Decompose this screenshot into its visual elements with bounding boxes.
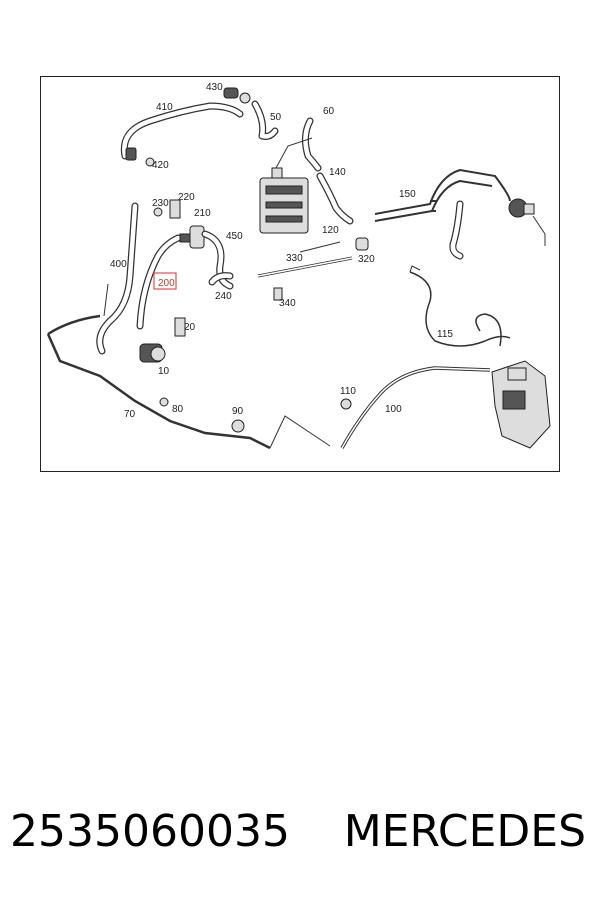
- callout-20: 20: [184, 322, 196, 333]
- pipe-330: [257, 256, 353, 278]
- clip-80: [159, 397, 169, 407]
- callout-70: 70: [124, 409, 136, 420]
- clip-340: [273, 287, 283, 301]
- leader-400: [103, 283, 109, 317]
- callout-10: 10: [158, 366, 170, 377]
- callout-320: 320: [358, 254, 375, 265]
- leader-60: [275, 137, 313, 169]
- leader-70: [269, 415, 331, 449]
- callout-240: 240: [215, 291, 232, 302]
- clamp-430: [223, 87, 251, 104]
- hose-100: [340, 366, 491, 449]
- hose-150-lower: [449, 200, 464, 260]
- bracket-20: [174, 317, 186, 337]
- callout-140: 140: [329, 167, 346, 178]
- callout-80: 80: [172, 404, 184, 415]
- callout-200-highlight-box: [153, 272, 177, 290]
- callout-450: 450: [226, 231, 243, 242]
- hose-400: [96, 202, 139, 355]
- line-70: [46, 314, 271, 450]
- hose-140: [316, 172, 354, 225]
- wiring-115: [409, 271, 511, 347]
- hose-150: [374, 168, 511, 222]
- callout-120: 120: [322, 225, 339, 236]
- callout-410: 410: [156, 102, 173, 113]
- callout-110: 110: [340, 386, 356, 397]
- hose-450: [208, 272, 234, 286]
- callout-430: 430: [206, 82, 223, 93]
- leader-150: [532, 215, 546, 246]
- callout-100: 100: [385, 404, 402, 415]
- reservoir-assembly: [491, 360, 551, 449]
- footer: 2535060035 MERCEDES: [0, 800, 600, 864]
- clip-110: [340, 398, 352, 410]
- callout-330: 330: [286, 253, 303, 264]
- callout-230: 230: [152, 198, 169, 209]
- callout-90: 90: [232, 406, 244, 417]
- callout-150: 150: [399, 189, 416, 200]
- clamp-230: [153, 207, 163, 217]
- valve-150: [508, 198, 535, 218]
- hose-240: [201, 230, 234, 290]
- clamp-220: [169, 199, 181, 219]
- diagram-border: [40, 76, 560, 472]
- part-number: 2535060035: [10, 806, 290, 857]
- clip-320: [355, 237, 369, 251]
- leader-330: [299, 241, 341, 253]
- pump-10: [139, 343, 166, 363]
- callout-115: 115: [437, 329, 453, 340]
- clip-90: [231, 419, 245, 433]
- callout-340: 340: [279, 298, 296, 309]
- hose-200: [136, 234, 182, 330]
- parts-diagram: 410 430 50 60 420 140 150 220 230 210 12…: [40, 76, 560, 472]
- clip-420: [125, 147, 155, 167]
- callout-50: 50: [270, 112, 282, 123]
- brand-name: MERCEDES: [343, 806, 586, 857]
- callout-210: 210: [194, 208, 211, 219]
- callout-420: 420: [152, 160, 169, 171]
- leader-115: [409, 265, 421, 273]
- heater-block-120: [259, 167, 309, 234]
- hose-60: [301, 117, 322, 172]
- diagram-canvas: 410 430 50 60 420 140 150 220 230 210 12…: [40, 76, 560, 472]
- callout-400: 400: [110, 259, 127, 270]
- hose-410: [120, 102, 244, 160]
- callout-220: 220: [178, 192, 195, 203]
- callout-60: 60: [323, 106, 335, 117]
- callout-200: 200: [158, 278, 175, 289]
- hose-50: [251, 100, 279, 140]
